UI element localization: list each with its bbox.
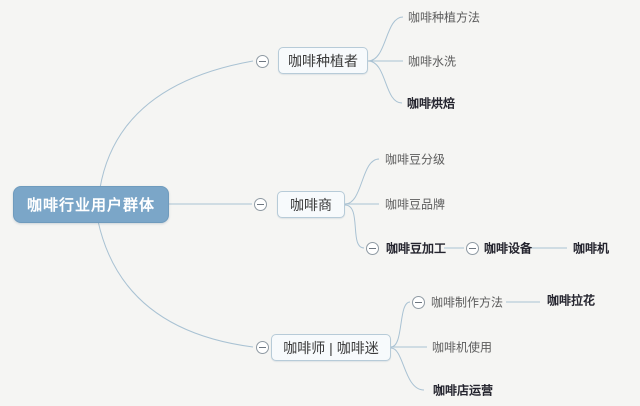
edge-merchants-grading xyxy=(344,158,380,205)
branch-node-growers[interactable]: 咖啡种植者 xyxy=(278,47,368,74)
collapse-icon-baristas[interactable] xyxy=(256,341,269,354)
edge-baristas-shop xyxy=(390,347,425,391)
leaf-coffee-machine[interactable]: 咖啡机 xyxy=(573,241,610,256)
leaf-machine-usage[interactable]: 咖啡机使用 xyxy=(432,340,493,355)
minus-glyph xyxy=(259,347,266,348)
leaf-latte-art[interactable]: 咖啡拉花 xyxy=(547,293,596,308)
leaf-equipment[interactable]: 咖啡设备 xyxy=(484,241,533,256)
collapse-icon-making-method[interactable] xyxy=(412,296,425,309)
leaf-shop-operation[interactable]: 咖啡店运营 xyxy=(433,383,494,398)
edge-root-growers xyxy=(99,60,254,189)
minus-glyph xyxy=(257,204,264,205)
leaf-bean-brand[interactable]: 咖啡豆品牌 xyxy=(385,197,446,212)
root-node[interactable]: 咖啡行业用户群体 xyxy=(13,186,169,223)
branch-node-merchants[interactable]: 咖啡商 xyxy=(277,191,345,218)
minus-glyph xyxy=(469,248,476,249)
minus-glyph xyxy=(259,61,266,62)
minus-glyph xyxy=(415,302,422,303)
edge-root-baristas xyxy=(97,220,254,348)
leaf-planting-method[interactable]: 咖啡种植方法 xyxy=(408,10,481,25)
collapse-icon-growers[interactable] xyxy=(256,55,269,68)
edge-growers-roasting xyxy=(367,60,403,104)
edge-growers-planting xyxy=(367,16,404,62)
edge-merchants-processing xyxy=(344,204,365,249)
collapse-icon-equipment[interactable] xyxy=(466,242,479,255)
leaf-washing[interactable]: 咖啡水洗 xyxy=(408,54,457,69)
minus-glyph xyxy=(369,248,376,249)
leaf-roasting[interactable]: 咖啡烘焙 xyxy=(407,96,456,111)
leaf-making-method[interactable]: 咖啡制作方法 xyxy=(431,295,504,310)
edge-baristas-making xyxy=(390,301,411,348)
collapse-icon-bean-processing[interactable] xyxy=(366,242,379,255)
leaf-bean-grading[interactable]: 咖啡豆分级 xyxy=(385,152,446,167)
branch-node-baristas[interactable]: 咖啡师 | 咖啡迷 xyxy=(271,334,391,361)
collapse-icon-merchants[interactable] xyxy=(254,198,267,211)
leaf-bean-processing[interactable]: 咖啡豆加工 xyxy=(386,241,447,256)
